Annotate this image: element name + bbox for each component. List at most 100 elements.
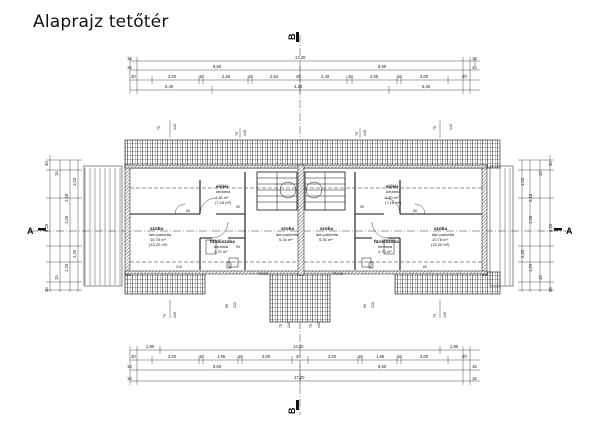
svg-text:30: 30: [462, 354, 467, 359]
svg-text:(15,20 m²): (15,20 m²): [149, 242, 168, 247]
section-label-a-right: A: [566, 226, 573, 236]
bottom-dimension-text: 1,80 13,60 1,80 30 3,00 10 1,95 10 3,00 …: [127, 344, 477, 381]
svg-text:3,00: 3,00: [168, 354, 177, 359]
svg-text:10,78 m²: 10,78 m²: [432, 237, 448, 242]
svg-text:15: 15: [472, 364, 477, 369]
svg-text:210: 210: [233, 302, 237, 308]
svg-text:10: 10: [397, 354, 402, 359]
svg-text:60: 60: [423, 265, 427, 269]
svg-text:140: 140: [443, 312, 447, 318]
svg-text:210: 210: [371, 302, 375, 308]
svg-text:15: 15: [127, 56, 132, 61]
svg-text:lam.parketta: lam.parketta: [276, 232, 299, 237]
stairs-right: [304, 171, 346, 211]
svg-text:15: 15: [538, 171, 543, 176]
svg-text:4,70 m²: 4,70 m²: [378, 249, 392, 254]
svg-text:90: 90: [360, 205, 364, 209]
svg-text:1,03: 1,03: [72, 177, 77, 186]
svg-text:90: 90: [363, 304, 367, 308]
svg-text:(7,18 m²): (7,18 m²): [385, 200, 402, 205]
svg-text:10,78 m²: 10,78 m²: [150, 237, 166, 242]
outer-walls: [124, 164, 488, 276]
svg-text:30: 30: [296, 74, 301, 79]
svg-text:1,20: 1,20: [528, 263, 533, 272]
svg-text:4,80 m²: 4,80 m²: [385, 195, 399, 200]
svg-text:3,00: 3,00: [168, 74, 177, 79]
bath-fixtures-right: [361, 239, 395, 269]
eave-lines: [83, 165, 514, 287]
svg-text:15: 15: [538, 275, 543, 280]
svg-text:15: 15: [472, 376, 477, 381]
stairs-left: [256, 171, 298, 211]
svg-text:15: 15: [127, 65, 132, 70]
room-szoba-left: szoba lam.parketta 10,78 m² (15,20 m²): [149, 226, 172, 247]
svg-text:1,95: 1,95: [376, 354, 385, 359]
svg-text:80: 80: [413, 209, 417, 213]
svg-text:17,20: 17,20: [294, 375, 305, 380]
svg-text:80: 80: [186, 209, 190, 213]
svg-text:17,20: 17,20: [295, 55, 306, 60]
top-dimension-text: 15 17,20 15 15 8,60 8,60 15 30 3,00 10 2…: [127, 55, 477, 89]
svg-text:8,60: 8,60: [378, 364, 387, 369]
svg-text:75: 75: [309, 324, 313, 328]
svg-text:2,62: 2,62: [270, 74, 279, 79]
svg-text:2,55: 2,55: [222, 74, 231, 79]
svg-text:lam.parketta: lam.parketta: [149, 232, 172, 237]
svg-text:90: 90: [225, 304, 229, 308]
room-szoba-mid-left: szoba lam.parketta 5,34 m²: [276, 226, 299, 242]
svg-text:4,28: 4,28: [294, 84, 303, 89]
plan-title: Alaprajz tetőtér: [33, 12, 169, 32]
svg-text:4,80 m²: 4,80 m²: [215, 195, 229, 200]
roof-top-band: [124, 139, 501, 169]
svg-text:3,00: 3,00: [328, 354, 337, 359]
window-tags-bottom: 75 140 90 210 75 140 75 140 90 210 75 14…: [163, 300, 447, 328]
svg-text:2,55: 2,55: [370, 74, 379, 79]
svg-text:2,49: 2,49: [321, 74, 330, 79]
svg-text:75: 75: [355, 132, 359, 136]
knee-wall-dashed: [130, 187, 482, 263]
svg-text:140: 140: [173, 124, 177, 130]
svg-text:10: 10: [348, 74, 353, 79]
svg-text:1,80: 1,80: [450, 344, 459, 349]
svg-text:140: 140: [243, 130, 247, 136]
svg-text:140: 140: [449, 124, 453, 130]
svg-text:kerámia: kerámia: [214, 244, 229, 249]
svg-text:30: 30: [131, 74, 136, 79]
svg-text:előtér: előtér: [386, 184, 399, 189]
svg-text:10: 10: [397, 74, 402, 79]
left-dimension-chains: [46, 155, 82, 292]
svg-text:75: 75: [279, 324, 283, 328]
svg-text:kerámia: kerámia: [386, 189, 401, 194]
svg-text:előtér: előtér: [216, 184, 229, 189]
svg-text:15: 15: [472, 56, 477, 61]
svg-text:(7,18 m²): (7,18 m²): [215, 200, 232, 205]
svg-text:5,46: 5,46: [422, 84, 431, 89]
right-dimension-chains: [518, 155, 554, 292]
svg-text:13,60: 13,60: [293, 344, 304, 349]
svg-text:15: 15: [54, 171, 59, 176]
room-furdo-right: fürdőszoba kerámia 4,70 m²: [374, 239, 399, 254]
roof-bottom-band: [124, 271, 501, 323]
room-szoba-right: szoba lam.parketta 10,78 m² (15,20 m²): [431, 226, 455, 247]
room-eloter-right: előtér kerámia 4,80 m² (7,18 m²): [385, 184, 402, 205]
room-furdo-left: fürdőszoba kerámia 4,70 m²: [210, 239, 235, 254]
svg-text:90: 90: [236, 245, 240, 249]
svg-text:3,00: 3,00: [262, 354, 271, 359]
svg-text:1,80: 1,80: [146, 344, 155, 349]
svg-text:3,00: 3,00: [420, 74, 429, 79]
svg-text:3,00: 3,00: [420, 354, 429, 359]
svg-text:lam.parketta: lam.parketta: [316, 232, 339, 237]
svg-text:30: 30: [548, 287, 553, 292]
svg-text:75: 75: [235, 132, 239, 136]
svg-text:1,05: 1,05: [528, 215, 533, 224]
section-label-a-left: A: [27, 226, 34, 236]
room-eloter-left: előtér kerámia 4,80 m² (7,18 m²): [215, 184, 232, 205]
svg-text:szoba: szoba: [320, 226, 333, 231]
svg-text:30: 30: [462, 74, 467, 79]
svg-text:PM 80: PM 80: [258, 272, 268, 276]
interior-partitions: [130, 172, 482, 270]
svg-text:5,34 m²: 5,34 m²: [279, 237, 293, 242]
svg-text:15: 15: [127, 364, 132, 369]
svg-text:10: 10: [358, 354, 363, 359]
svg-text:1,95: 1,95: [217, 354, 226, 359]
